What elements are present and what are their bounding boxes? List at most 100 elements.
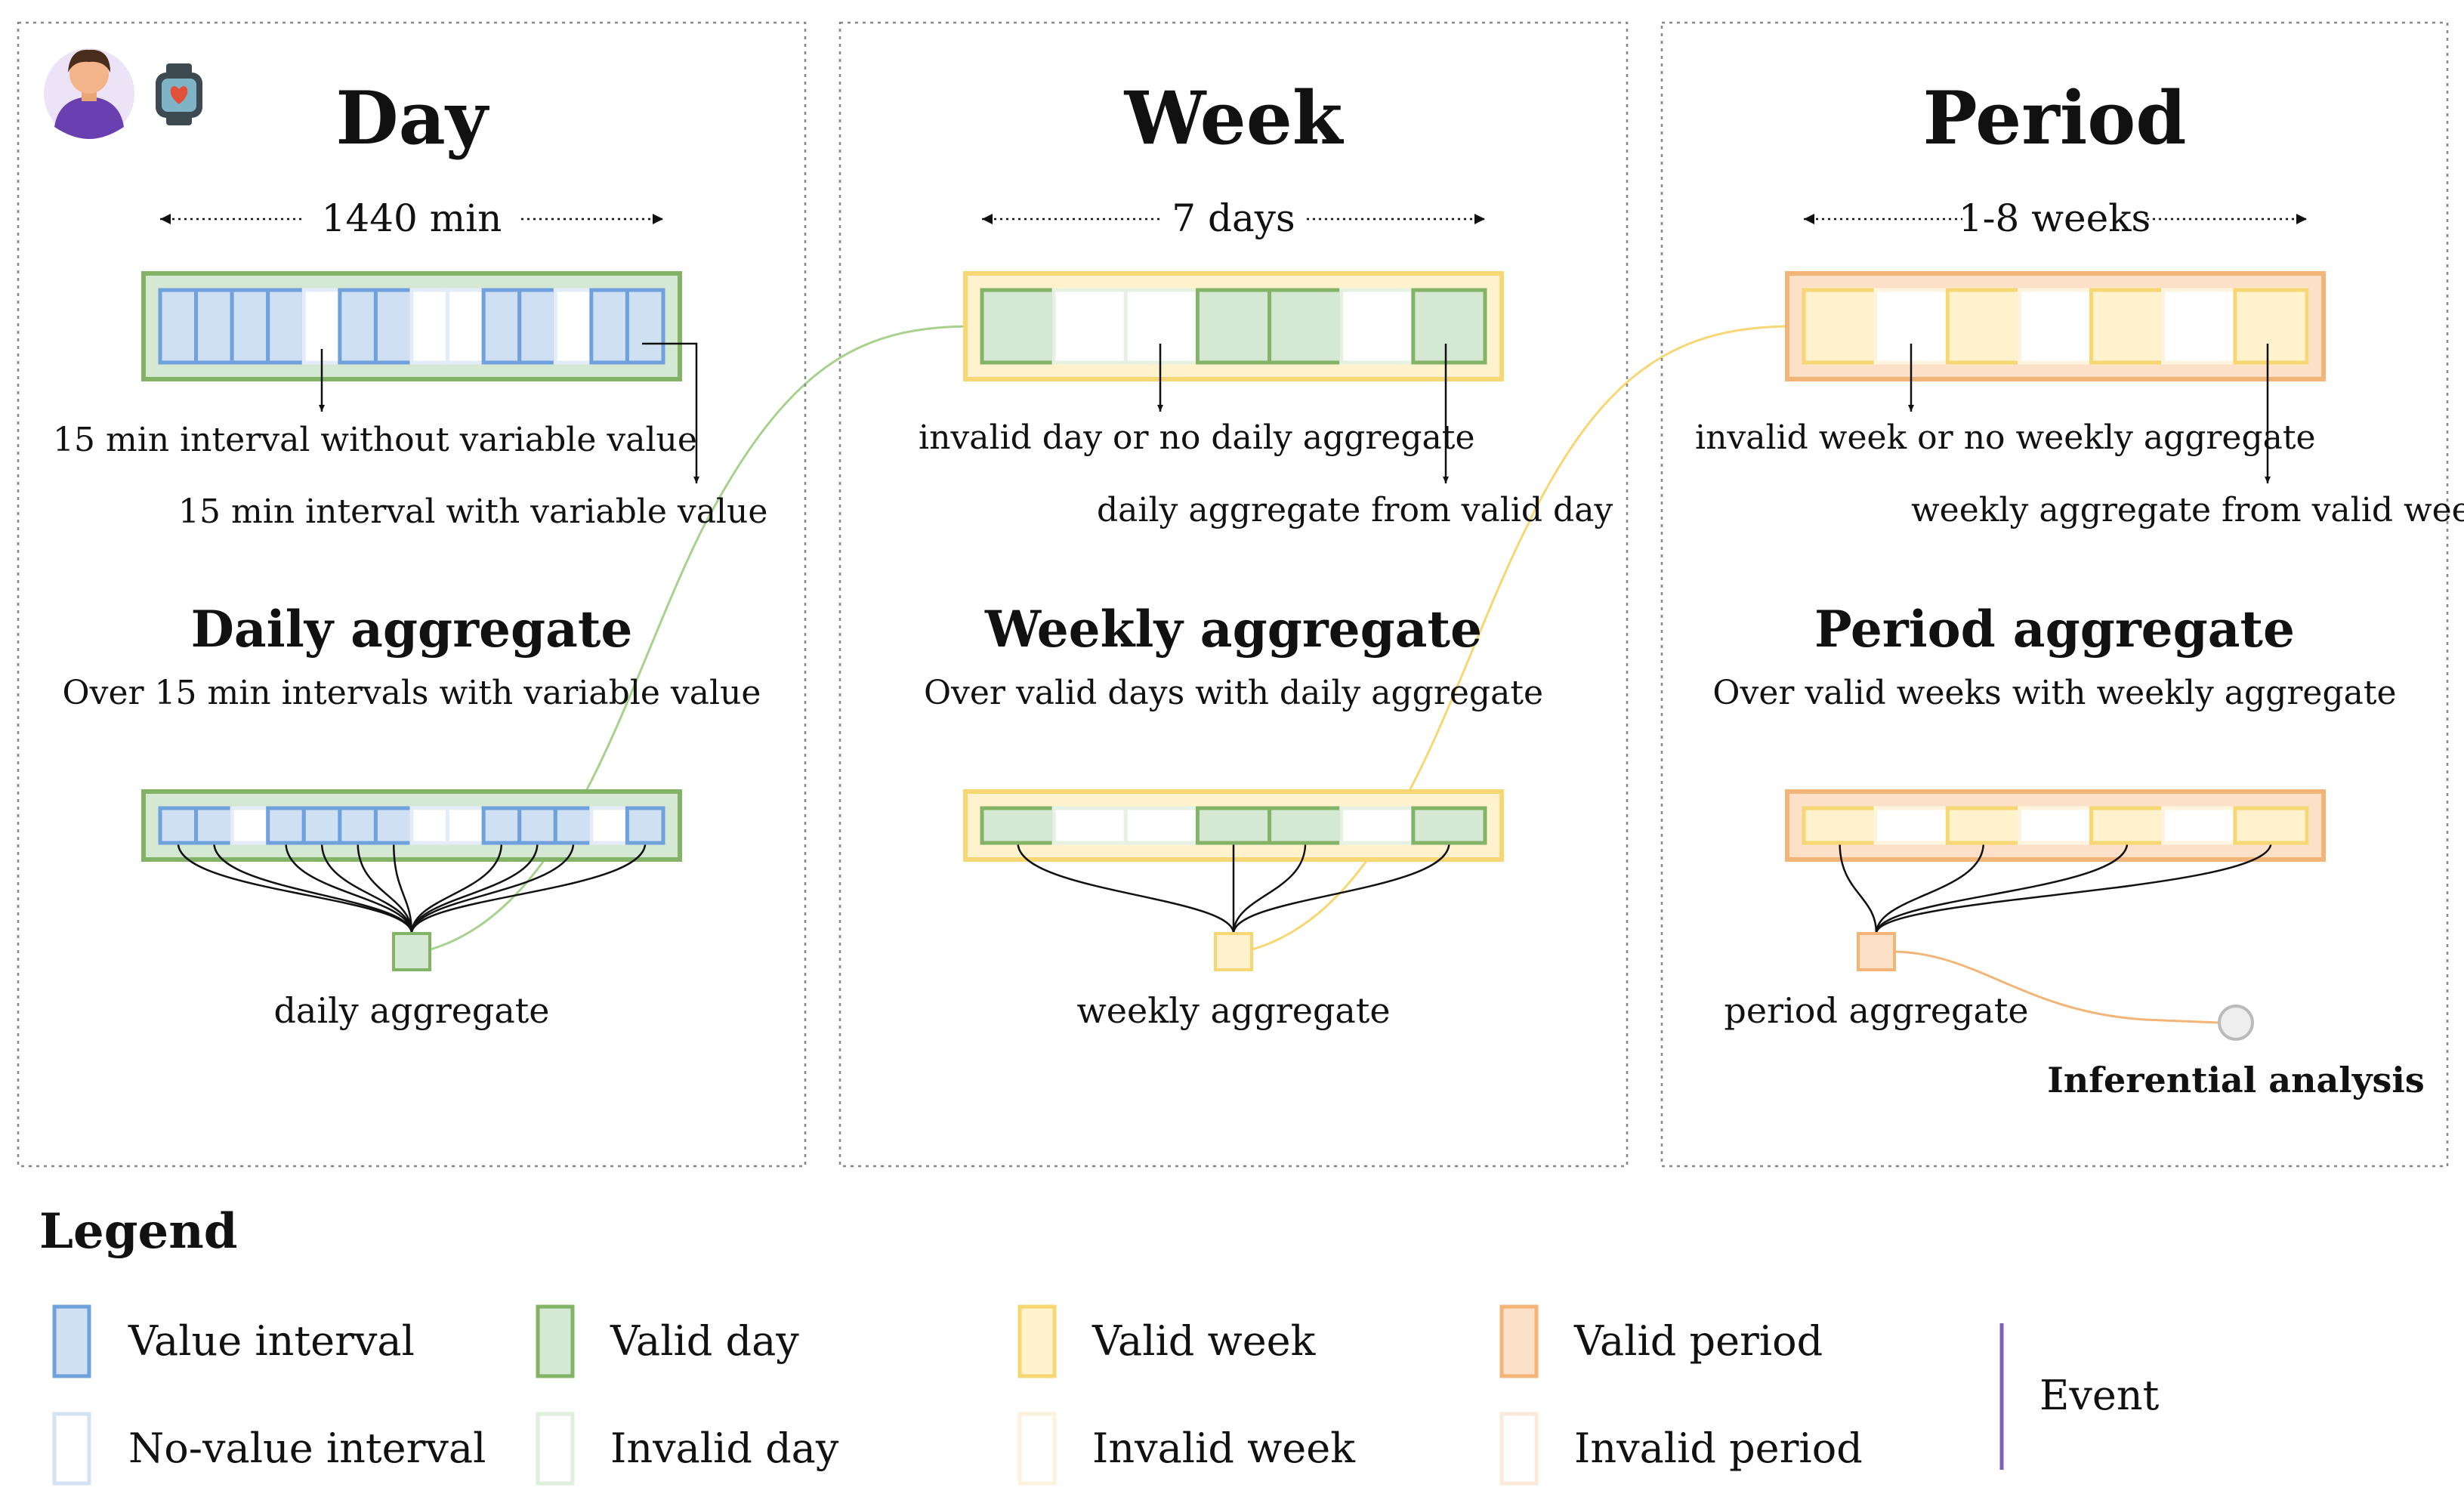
interval-cell-valued (553, 806, 594, 845)
week-aggregate-subtitle: Over valid days with daily aggregate (924, 674, 1543, 712)
connector-curves (430, 325, 2220, 1024)
inferential-analysis-node (2218, 1005, 2254, 1041)
period-aggregate-node (1857, 932, 1896, 971)
interval-cell-empty (446, 288, 486, 365)
day-span-label: 1440 min (322, 196, 502, 240)
interval-cell-valued (373, 288, 414, 365)
week-span-label: 7 days (1172, 196, 1295, 240)
legend-valid-period-label: Valid period (1573, 1317, 1823, 1365)
legend: Value interval No-value interval Valid d… (52, 1304, 2160, 1486)
week-bottom-cells (980, 806, 1487, 845)
smartwatch-icon (156, 63, 202, 125)
legend-invalid-day-swatch (536, 1412, 575, 1486)
legend-value-interval-label: Value interval (128, 1317, 415, 1365)
daily-aggregate-node (392, 932, 431, 971)
interval-cell-valued (625, 288, 665, 365)
day-cell-valued (1268, 288, 1344, 365)
week-panel-frame (838, 21, 1629, 1168)
legend-event-label: Event (2039, 1372, 2160, 1419)
legend-valid-period-swatch (1499, 1304, 1539, 1378)
week-cell-valued (1945, 288, 2021, 365)
fan-line (213, 842, 413, 934)
week-cell-empty (2017, 806, 2094, 845)
week-cell-empty (2161, 806, 2237, 845)
interval-cell-valued (338, 806, 378, 845)
fan-line (410, 842, 575, 934)
interval-cell-empty (409, 288, 450, 365)
day-cell-valued (1195, 806, 1272, 845)
period-aggregate-subtitle: Over valid weeks with weekly aggregate (1712, 674, 2396, 712)
day-cell-empty (1051, 806, 1128, 845)
week-cell-valued (2233, 288, 2309, 365)
fan-line (1232, 842, 1450, 934)
interval-cell-valued (266, 806, 306, 845)
week-cell-valued (1802, 288, 1878, 365)
day-cell-valued (1195, 288, 1272, 365)
day-cell-valued (1411, 288, 1487, 365)
person-avatar-icon (44, 48, 134, 139)
legend-invalid-period-label: Invalid period (1574, 1424, 1863, 1472)
week-fan-lines (1017, 842, 1450, 934)
day-title: Day (335, 76, 489, 161)
period-aggregate-label: period aggregate (1724, 990, 2028, 1031)
legend-valid-day-label: Valid day (610, 1317, 799, 1365)
legend-no-value-interval-label: No-value interval (128, 1424, 486, 1472)
day-aggregate-title: Daily aggregate (191, 600, 633, 659)
day-panel-frame (17, 21, 807, 1168)
period-to-analysis-connector (1894, 950, 2220, 1024)
day-bottom-cells (158, 806, 665, 845)
interval-cell-valued (194, 288, 234, 365)
interval-cell-empty (589, 806, 629, 845)
week-top-cells (980, 288, 1487, 365)
interval-cell-empty (409, 806, 450, 845)
legend-valid-week-swatch (1017, 1304, 1057, 1378)
fan-line (1875, 842, 1985, 934)
interval-cell-valued (373, 806, 414, 845)
fan-line (1232, 842, 1307, 934)
legend-valid-week-label: Valid week (1092, 1317, 1317, 1365)
week-cell-valued (1802, 806, 1878, 845)
interval-cell-valued (481, 288, 522, 365)
day-cell-empty (1123, 806, 1200, 845)
interval-cell-valued (517, 806, 557, 845)
interval-cell-valued (266, 288, 306, 365)
day-cell-empty (1051, 288, 1128, 365)
week-aggregate-title: Weekly aggregate (984, 600, 1482, 659)
day-cell-empty (1123, 288, 1200, 365)
day-cell-valued (980, 288, 1056, 365)
fan-line (1875, 842, 2129, 934)
week-span-arrow (982, 214, 1485, 224)
week-cell-valued (2089, 288, 2166, 365)
week-title: Week (1124, 76, 1345, 161)
fan-line (1875, 842, 2272, 934)
interval-cell-valued (194, 806, 234, 845)
week-cell-valued (2233, 806, 2309, 845)
annotation-arrows (319, 342, 2271, 483)
legend-valid-day-swatch (536, 1304, 575, 1378)
week-cell-empty (2161, 288, 2237, 365)
fan-line (410, 842, 503, 934)
interval-cell-valued (230, 288, 270, 365)
period-aggregate-title: Period aggregate (1814, 600, 2295, 659)
fan-line (1839, 842, 1878, 934)
week-cell-empty (1873, 806, 1950, 845)
day-cell-valued (980, 806, 1056, 845)
fan-line (285, 842, 413, 934)
day-to-week-connector (430, 325, 983, 951)
interval-cell-valued (158, 288, 199, 365)
weekly-aggregate-node (1214, 932, 1253, 971)
fan-line (320, 842, 413, 934)
period-span-label: 1-8 weeks (1959, 196, 2151, 240)
interval-cell-valued (589, 288, 629, 365)
day-span-arrow (160, 214, 663, 224)
fan-line (177, 842, 413, 934)
day-fan-lines (177, 842, 647, 934)
fan-line (392, 842, 413, 934)
day-annotation-value: 15 min interval with variable value (178, 492, 767, 531)
legend-invalid-day-label: Invalid day (610, 1424, 839, 1472)
fan-line (410, 842, 539, 934)
interval-cell-valued (338, 288, 378, 365)
legend-title: Legend (39, 1203, 237, 1260)
fan-line (357, 842, 413, 934)
